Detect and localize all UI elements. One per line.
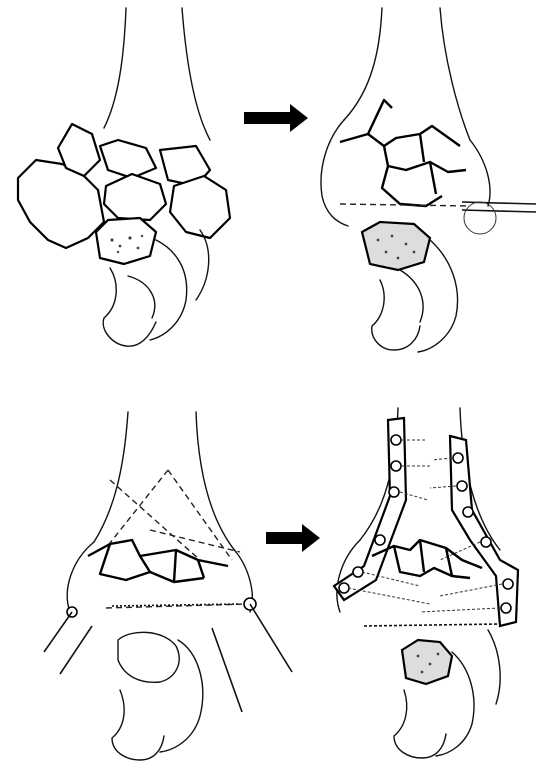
- carpal-bone-outline: [128, 276, 155, 318]
- k-wire: [60, 626, 92, 674]
- carpal-bone-outline: [196, 230, 209, 300]
- carpal-bone-outline: [160, 640, 203, 752]
- screw-head: [481, 537, 491, 547]
- screw-head: [353, 567, 363, 577]
- wire-trajectory: [106, 470, 240, 560]
- bone-fragment: [170, 176, 230, 238]
- plate-fixation-panel: [334, 408, 518, 758]
- bone-graft: [362, 222, 430, 270]
- bone-plate-lateral: [450, 436, 518, 626]
- bone-shaft-left-edge: [94, 412, 128, 542]
- bone-shaft-right-edge: [182, 8, 210, 140]
- bone-graft: [402, 640, 452, 684]
- carpal-bone-outline: [400, 270, 423, 322]
- fracture-line: [368, 126, 460, 146]
- k-wire: [44, 612, 72, 652]
- bone-outline: [470, 140, 490, 206]
- carpal-bone-outline: [394, 690, 446, 758]
- screw-head: [339, 583, 349, 593]
- fracture-line: [340, 100, 392, 142]
- screw-head: [453, 453, 463, 463]
- bone-shaft-right-edge: [440, 8, 470, 140]
- bone-outline: [321, 120, 348, 226]
- screw-head: [463, 507, 473, 517]
- bone-outline: [67, 542, 94, 612]
- bone-shaft-left-edge: [104, 8, 126, 128]
- carpal-bone-outline: [118, 632, 179, 682]
- arrow-right-icon: [244, 104, 308, 132]
- bone-fragment: [100, 140, 156, 178]
- bone-shaft-left-edge: [344, 8, 382, 120]
- carpal-bone-outline: [103, 268, 156, 346]
- transverse-screw: [364, 624, 500, 626]
- screw-head: [391, 461, 401, 471]
- fracture-line: [384, 146, 466, 172]
- screw-head: [457, 481, 467, 491]
- screw-head: [389, 487, 399, 497]
- bone-shaft-right-edge: [196, 412, 236, 552]
- k-wire: [212, 628, 242, 712]
- carpal-bone-outline: [488, 630, 500, 704]
- bone-fragment-stippled: [96, 218, 156, 264]
- screw-shaft: [400, 440, 456, 500]
- carpal-bone-outline: [372, 280, 420, 350]
- k-wire: [250, 604, 292, 672]
- bone-fragment: [104, 174, 166, 220]
- screw-head: [501, 603, 511, 613]
- wire-entry-circle: [464, 202, 496, 234]
- reduced-fracture-panel: [321, 8, 536, 352]
- comminuted-fracture-panel: [18, 8, 230, 346]
- bone-fragment: [18, 160, 104, 248]
- carpal-bone-outline: [150, 240, 187, 340]
- screw-head: [391, 435, 401, 445]
- arrow-right-icon: [266, 524, 320, 552]
- screw-head: [503, 579, 513, 589]
- k-wire-fixation-panel: [44, 412, 292, 760]
- k-wire-track: [340, 204, 470, 206]
- carpal-bone-outline: [112, 690, 164, 760]
- fracture-line: [394, 546, 470, 578]
- screw-head: [375, 535, 385, 545]
